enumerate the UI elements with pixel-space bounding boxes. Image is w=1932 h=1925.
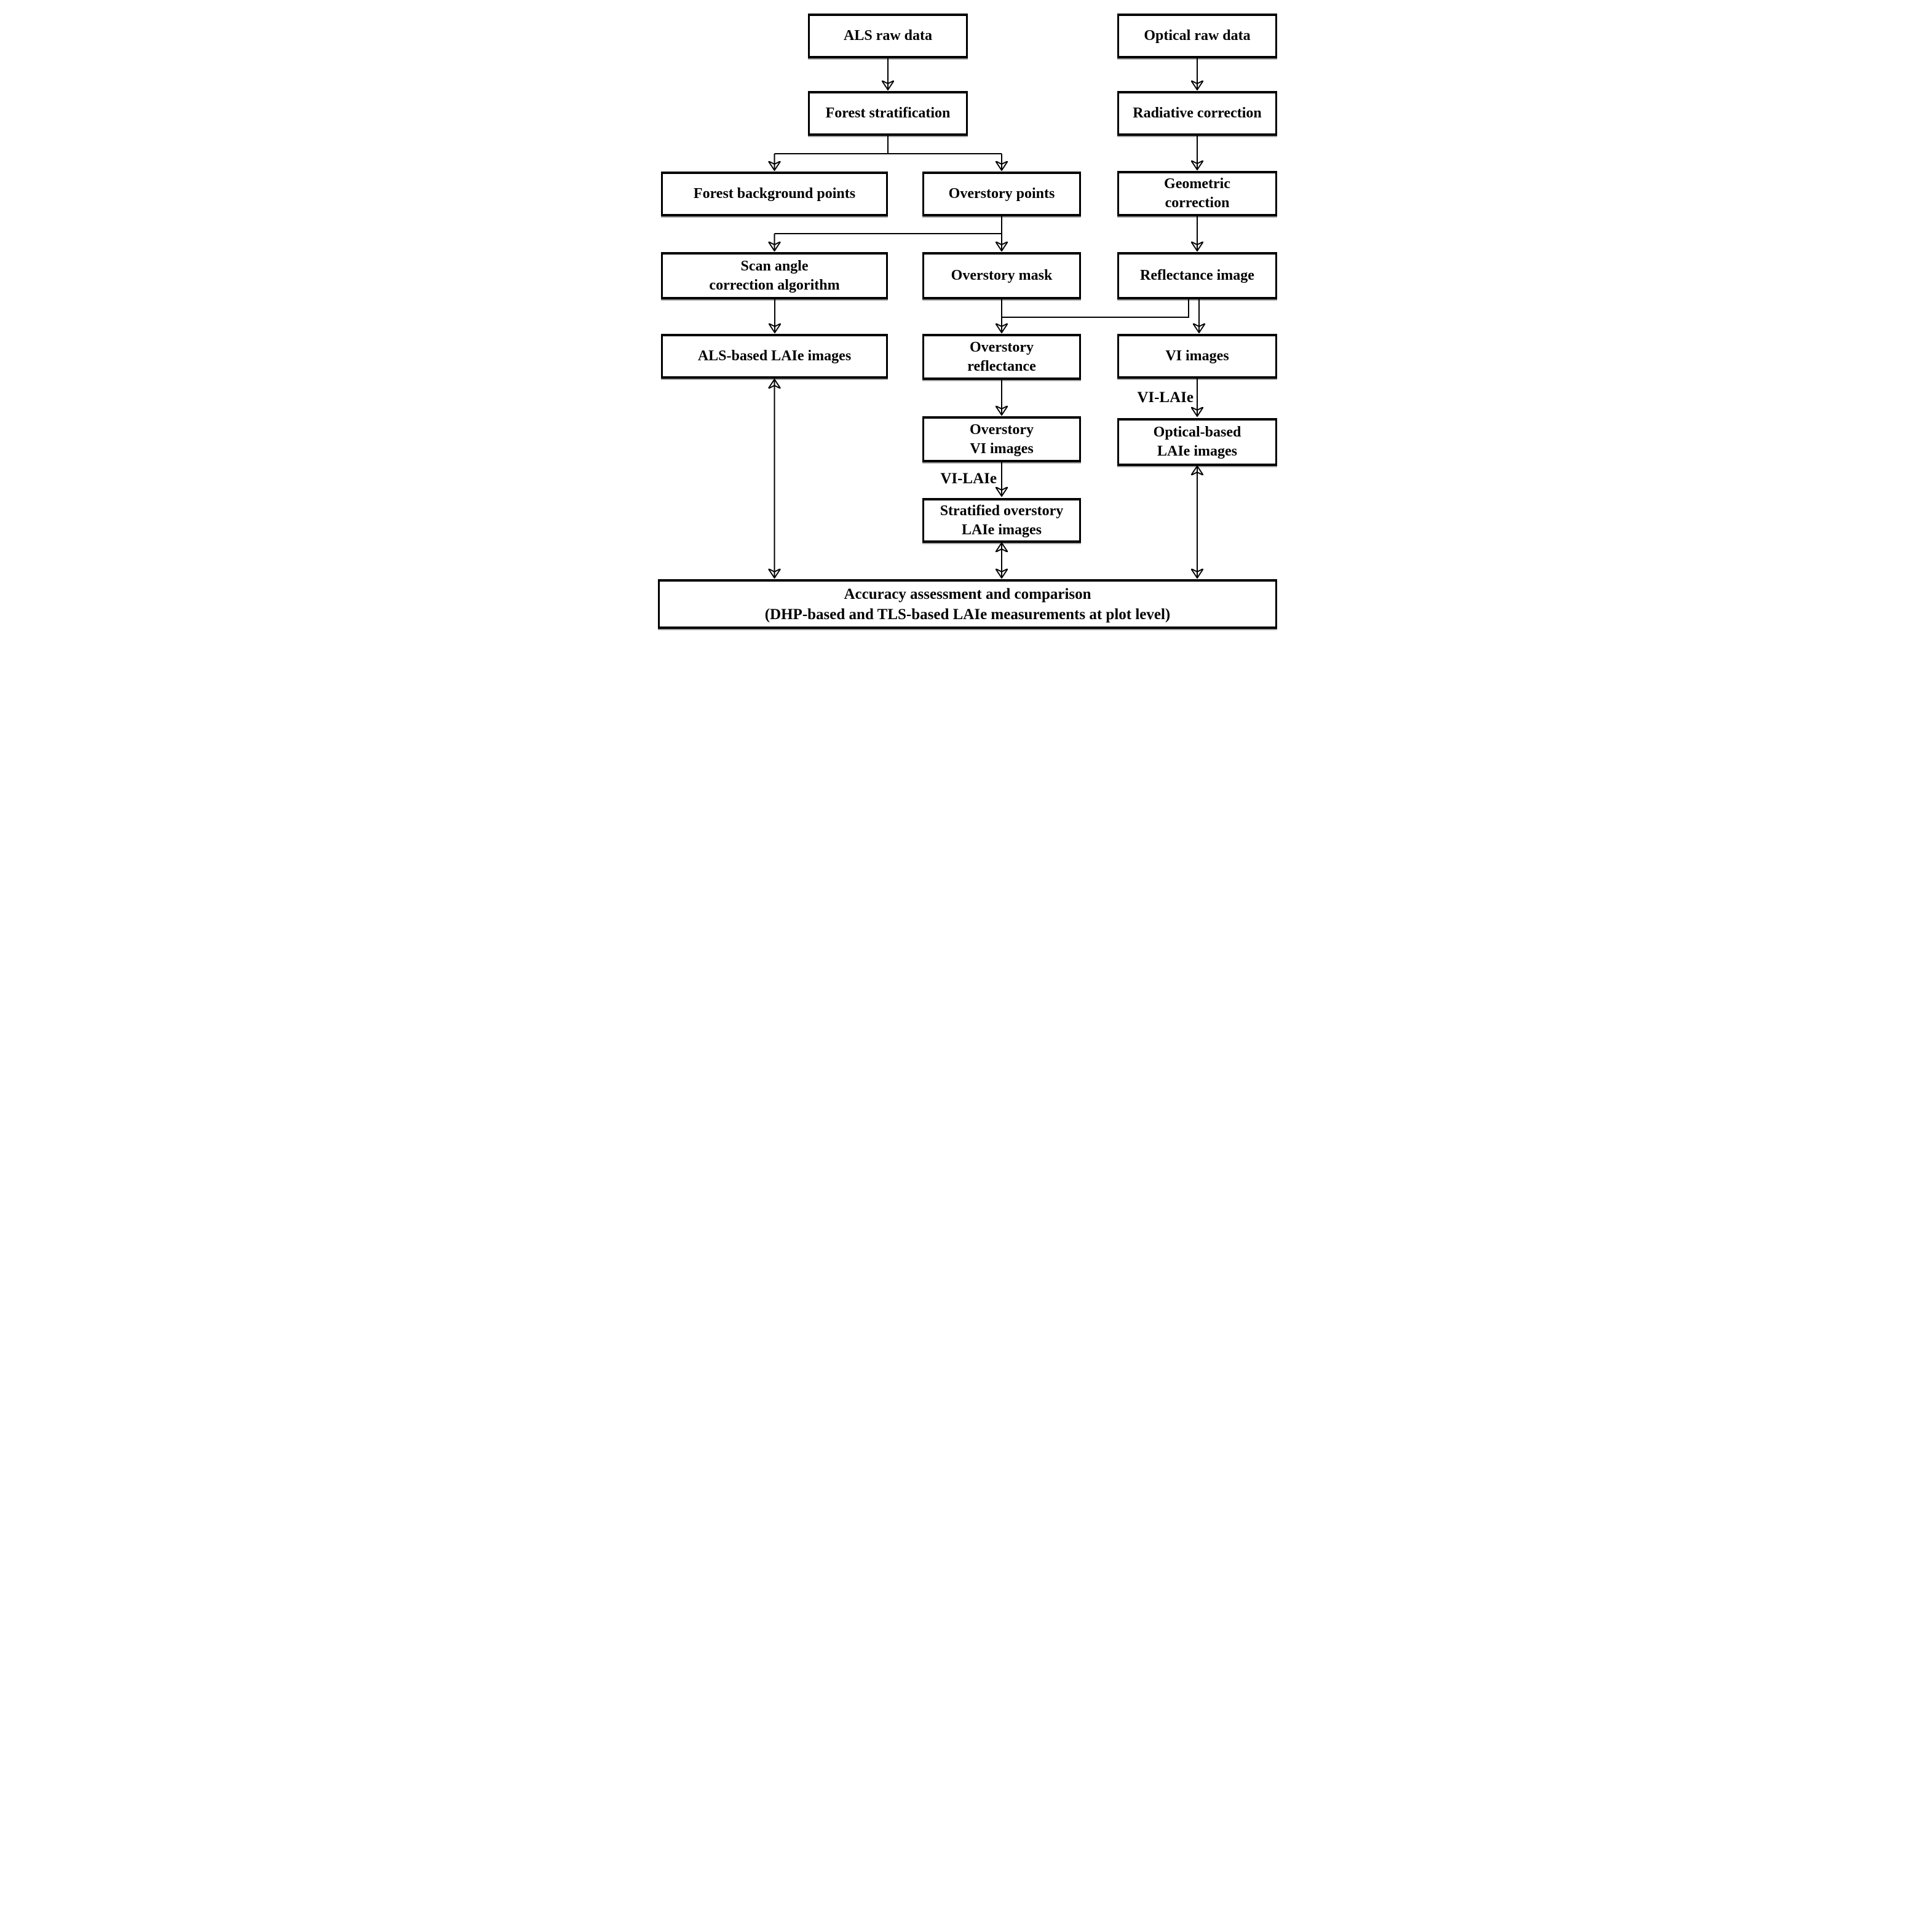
node-label: correction algorithm bbox=[709, 277, 840, 293]
node-overstory-points: Overstory points bbox=[922, 172, 1081, 216]
node-stratified-overstory-laie-images: Stratified overstory LAIe images bbox=[922, 498, 1081, 543]
node-label: (DHP-based and TLS-based LAIe measuremen… bbox=[764, 606, 1171, 623]
node-label: VI images bbox=[970, 440, 1034, 457]
node-forest-background-points: Forest background points bbox=[661, 172, 888, 216]
node-als-raw-data: ALS raw data bbox=[808, 14, 968, 58]
node-label: LAIe images bbox=[1157, 443, 1237, 459]
node-als-based-laie-images: ALS-based LAIe images bbox=[661, 334, 888, 379]
node-label: Geometric bbox=[1164, 176, 1230, 192]
node-overstory-reflectance: Overstory reflectance bbox=[922, 334, 1081, 380]
edge-label-vi-laie-middle: VI-LAIe bbox=[940, 470, 997, 487]
node-reflectance-image: Reflectance image bbox=[1117, 252, 1277, 299]
node-optical-raw-data: Optical raw data bbox=[1117, 14, 1277, 58]
node-forest-stratification: Forest stratification bbox=[808, 91, 968, 136]
node-label: Overstory bbox=[970, 421, 1034, 438]
node-overstory-mask: Overstory mask bbox=[922, 252, 1081, 299]
node-label: Forest stratification bbox=[825, 105, 951, 121]
node-label: Optical raw data bbox=[1144, 28, 1251, 44]
node-label: LAIe images bbox=[962, 521, 1042, 538]
connector-forest-stratification-split bbox=[774, 136, 1002, 154]
node-radiative-correction: Radiative correction bbox=[1117, 91, 1277, 136]
node-label: reflectance bbox=[967, 358, 1036, 374]
node-label: Accuracy assessment and comparison bbox=[844, 585, 1091, 603]
edge-label-vi-laie-right: VI-LAIe bbox=[1137, 389, 1194, 406]
node-label: Overstory bbox=[970, 339, 1034, 355]
connector-reflectance-to-overstory-reflectance-elbow bbox=[1002, 299, 1189, 318]
node-optical-based-laie-images: Optical-based LAIe images bbox=[1117, 418, 1277, 466]
node-label: Optical-based bbox=[1153, 424, 1241, 440]
node-label: Stratified overstory bbox=[940, 502, 1064, 519]
node-label: Forest background points bbox=[693, 186, 856, 202]
connector-layer bbox=[644, 58, 1288, 642]
flowchart-figure: ALS raw data Optical raw data Forest str… bbox=[644, 0, 1288, 642]
node-label: Overstory mask bbox=[951, 267, 1053, 283]
node-label: Radiative correction bbox=[1133, 105, 1262, 121]
node-label: Reflectance image bbox=[1140, 267, 1254, 283]
node-geometric-correction: Geometric correction bbox=[1117, 171, 1277, 216]
node-label: Scan angle bbox=[740, 258, 809, 274]
node-label: VI images bbox=[1165, 348, 1229, 364]
node-label: correction bbox=[1165, 195, 1230, 211]
node-accuracy-assessment: Accuracy assessment and comparison (DHP-… bbox=[658, 579, 1277, 629]
node-label: Overstory points bbox=[948, 186, 1055, 202]
node-label: ALS-based LAIe images bbox=[697, 348, 852, 364]
node-overstory-vi-images: Overstory VI images bbox=[922, 416, 1081, 462]
node-vi-images: VI images bbox=[1117, 334, 1277, 379]
node-label: ALS raw data bbox=[843, 28, 932, 44]
node-scan-angle-correction-algorithm: Scan angle correction algorithm bbox=[661, 252, 888, 299]
